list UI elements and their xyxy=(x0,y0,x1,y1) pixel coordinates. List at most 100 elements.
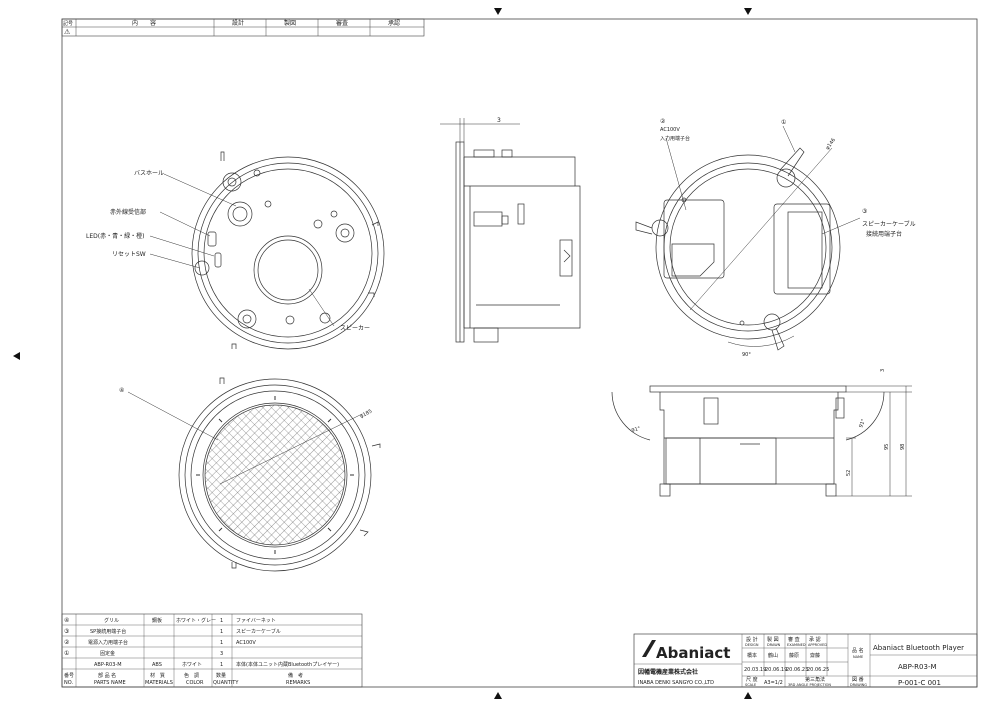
title-block: Abaniact 因幡電機産業株式会社 INABA DENKI SANGYO C… xyxy=(633,633,978,688)
tb-date-4: 20.06.25 xyxy=(807,667,829,673)
dim-angle-90: 90° xyxy=(742,352,751,358)
callout-ac-line1: AC100V xyxy=(660,127,680,133)
part-no-0: ④ xyxy=(64,617,69,624)
section-view-dims xyxy=(836,385,912,497)
tb-design: 設 計 xyxy=(746,636,758,643)
part-name-3: 固定金 xyxy=(100,650,115,657)
part-no-3: ① xyxy=(64,650,69,657)
center-mark-bottom-left xyxy=(494,692,502,699)
center-mark-top-left xyxy=(494,8,502,15)
part-qty-2: 1 xyxy=(220,640,223,646)
parts-header-material: 材 質 xyxy=(150,672,165,679)
rev-header-check: 審査 xyxy=(336,19,348,27)
dim-angle-91-right: 91° xyxy=(858,418,867,429)
rev-symbol: ⚠ xyxy=(64,28,71,36)
rev-header-draw: 製図 xyxy=(284,19,296,27)
part-note-4: 本体(本体ユニット内蔵Bluetoothプレイヤー) xyxy=(236,661,339,668)
callout-reset-sw: リセットSW xyxy=(112,251,146,258)
part-name-2: 電源入力用端子台 xyxy=(88,639,128,646)
dim-dia-146: φ146 xyxy=(825,137,837,151)
part-color-0: ホワイト・グレー xyxy=(176,617,216,624)
tb-dwg-en: DRAWING xyxy=(850,683,867,687)
center-mark-bottom-right xyxy=(744,692,752,699)
part-name-4: ABP-R03-M xyxy=(94,662,122,668)
tb-scale-label: 尺 度 xyxy=(746,676,758,683)
drawing-frame xyxy=(61,18,978,688)
tb-date-1: 20.03.19 xyxy=(744,667,766,673)
side-view xyxy=(455,141,581,343)
rev-header-approve: 承認 xyxy=(388,19,400,27)
grille-leaders xyxy=(127,391,363,485)
top-view-components xyxy=(191,151,385,350)
part-note-0: ファイバーネット xyxy=(236,618,276,624)
parts-header-no: 番号 xyxy=(64,672,74,679)
tb-check: 審 査 xyxy=(788,636,800,643)
tb-check-en: EXAMINED xyxy=(787,643,806,647)
drawing-number: P-001-C 001 xyxy=(898,679,941,687)
tb-draw: 製 図 xyxy=(767,636,779,643)
part-no-2: ② xyxy=(64,639,70,646)
callout-ac-line2: 入力用端子台 xyxy=(660,135,690,142)
tb-approve-en: APPROVED xyxy=(808,643,827,647)
tb-dwg-label: 図 番 xyxy=(852,676,864,683)
company-name-jp: 因幡電機産業株式会社 xyxy=(638,668,698,676)
part-material-4: ABS xyxy=(152,662,162,668)
dim-dia-185: φ185 xyxy=(359,408,373,419)
parts-header-no-en: NO. xyxy=(64,680,73,686)
center-mark-left xyxy=(13,352,20,360)
tb-design-en: DESIGN xyxy=(745,643,759,647)
section-view xyxy=(611,385,885,497)
product-name: Abaniact Bluetooth Player xyxy=(873,644,964,652)
part-material-0: 鋼板 xyxy=(152,617,162,624)
revision-table: 記号 内 容 設計 製図 審査 承認 ⚠ xyxy=(61,18,425,37)
part-qty-1: 1 xyxy=(220,629,223,635)
parts-header-note-en: REMARKS xyxy=(286,680,310,686)
bottom-view-dims xyxy=(665,125,861,347)
callout-ac-num: ② xyxy=(660,118,666,125)
callout-spk-line1: スピーカーケーブル xyxy=(862,220,916,228)
part-note-2: AC100V xyxy=(236,640,256,646)
parts-header-name: 部 品 名 xyxy=(98,672,116,679)
part-qty-3: 3 xyxy=(220,651,223,657)
parts-header-name-en: PARTS NAME xyxy=(94,680,126,686)
tb-scale-en: SCALE xyxy=(745,683,756,687)
dim-h-98: 98 xyxy=(900,444,906,450)
side-view-dim xyxy=(440,118,520,142)
part-qty-0: 1 xyxy=(220,618,223,624)
dim-h-52: 52 xyxy=(846,470,852,476)
callout-led: LED(赤・青・緑・橙) xyxy=(86,232,144,240)
part-note-1: スピーカーケーブル xyxy=(236,628,281,635)
part-name-1: SP接続用端子台 xyxy=(90,628,126,635)
top-view-leaders xyxy=(149,173,335,327)
company-name-en: INABA DENKI SANGYO CO.,LTD xyxy=(638,680,714,686)
grille-view xyxy=(178,377,381,572)
parts-header-qty: 数量 xyxy=(216,672,226,679)
callout-bass-hole: バスホール xyxy=(134,170,164,177)
rev-header-design: 設計 xyxy=(232,19,244,27)
tb-name-2: 鶴山 xyxy=(768,652,778,659)
tb-name-3: 藤原 xyxy=(789,652,799,659)
tb-draw-en: DRAWN xyxy=(767,643,781,647)
part-qty-4: 1 xyxy=(220,662,223,668)
tb-projection: 第三角法 xyxy=(805,676,825,683)
callout-tab-num: ① xyxy=(781,119,786,126)
tb-name-4: 齋藤 xyxy=(810,652,820,659)
dim-h-95: 95 xyxy=(884,444,890,450)
parts-header-qty-en: QUANTITY xyxy=(213,680,239,686)
part-color-4: ホワイト xyxy=(182,662,202,668)
tb-date-2: 20.06.19 xyxy=(765,667,787,673)
part-no-1: ③ xyxy=(64,628,69,635)
parts-header-note: 備 考 xyxy=(288,672,303,679)
tb-name-1: 橋本 xyxy=(747,652,757,659)
product-model: ABP-R03-M xyxy=(898,663,937,671)
rev-header-symbol: 記号 xyxy=(63,20,73,27)
dim-angle-91-left: 91° xyxy=(631,426,642,434)
bottom-view-terminals xyxy=(635,147,841,351)
callout-spk-num: ③ xyxy=(862,208,867,215)
callout-spk-line2: 接続用端子台 xyxy=(866,230,902,238)
callout-ir-receiver: 赤外線受信部 xyxy=(110,208,146,216)
dim-side-3: 3 xyxy=(880,369,886,372)
center-mark-top-right xyxy=(744,8,752,15)
tb-name-label-en: NAME xyxy=(853,655,863,659)
parts-header-color: 色 調 xyxy=(184,672,199,679)
